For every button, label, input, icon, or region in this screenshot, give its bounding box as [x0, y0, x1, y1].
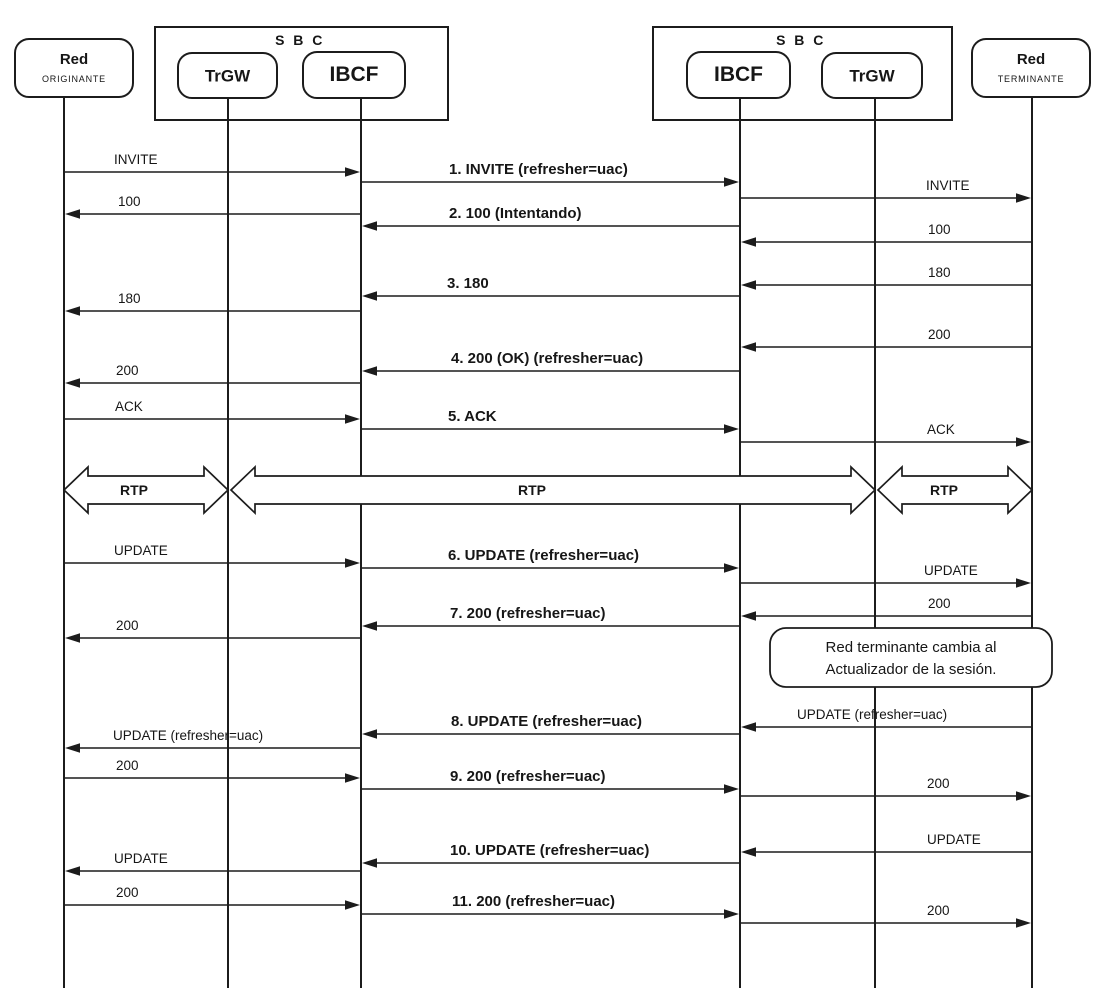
message-label-right-9: 200	[928, 327, 951, 342]
note-box	[769, 627, 1053, 688]
note-text-line-0: Red terminante cambia al	[826, 639, 997, 656]
message-label-left-8: 180	[118, 291, 141, 306]
message-label-right-27: UPDATE	[927, 832, 981, 847]
message-label-mid-7: 3. 180	[447, 275, 489, 292]
actor-subtitle-red-terminante: TERMINANTE	[998, 74, 1065, 84]
message-label-left-23: UPDATE (refresher=uac)	[113, 728, 263, 743]
group-label-sbc-left: S B C	[275, 32, 325, 48]
actor-box-ibcf-right	[686, 51, 791, 99]
rtp-label-0: RTP	[120, 482, 148, 498]
note-text-line-1: Actualizador de la sesión.	[826, 661, 997, 678]
message-arrowhead-mid-16	[724, 563, 739, 573]
message-label-left-24: 200	[116, 758, 139, 773]
message-arrowhead-mid-25	[724, 784, 739, 794]
message-label-right-18: 200	[928, 596, 951, 611]
message-label-right-17: UPDATE	[924, 563, 978, 578]
rtp-flow-0	[62, 465, 230, 515]
actor-box-trgw-left	[177, 52, 278, 99]
message-arrowhead-left-15	[345, 558, 360, 568]
message-arrowhead-left-20	[65, 633, 80, 643]
message-label-left-20: 200	[116, 618, 139, 633]
message-label-left-11: 200	[116, 363, 139, 378]
message-arrowhead-mid-28	[362, 858, 377, 868]
message-label-right-5: 100	[928, 222, 951, 237]
actor-title-trgw-left: TrGW	[205, 67, 251, 86]
rtp-label-2: RTP	[930, 482, 958, 498]
message-arrowhead-right-21	[741, 722, 756, 732]
message-arrowhead-mid-19	[362, 621, 377, 631]
message-arrowhead-mid-10	[362, 366, 377, 376]
message-arrowhead-right-6	[741, 280, 756, 290]
actor-title-red-terminante: Red	[1017, 51, 1045, 68]
message-label-mid-13: 5. ACK	[448, 408, 497, 425]
rtp-label-1: RTP	[518, 482, 546, 498]
message-label-mid-16: 6. UPDATE (refresher=uac)	[448, 547, 639, 564]
message-label-mid-28: 10. UPDATE (refresher=uac)	[450, 842, 649, 859]
message-arrowhead-left-24	[345, 773, 360, 783]
message-arrowhead-mid-7	[362, 291, 377, 301]
message-arrowhead-mid-22	[362, 729, 377, 739]
actor-box-ibcf-left	[302, 51, 406, 99]
message-label-left-30: 200	[116, 885, 139, 900]
message-arrowhead-right-2	[1016, 193, 1031, 203]
message-arrowhead-right-9	[741, 342, 756, 352]
actor-title-red-originante: Red	[60, 51, 88, 68]
message-arrowhead-mid-13	[724, 424, 739, 434]
message-label-right-21: UPDATE (refresher=uac)	[797, 707, 947, 722]
group-label-sbc-right: S B C	[776, 32, 826, 48]
message-arrowhead-mid-31	[724, 909, 739, 919]
message-label-left-12: ACK	[115, 399, 143, 414]
actor-box-red-originante	[14, 38, 134, 98]
message-label-right-26: 200	[927, 776, 950, 791]
actor-box-red-terminante	[971, 38, 1091, 98]
rtp-flow-1	[229, 465, 877, 515]
message-arrowhead-left-23	[65, 743, 80, 753]
message-arrowhead-left-29	[65, 866, 80, 876]
message-arrowhead-left-8	[65, 306, 80, 316]
rtp-flow-2	[876, 465, 1034, 515]
message-arrowhead-right-5	[741, 237, 756, 247]
message-label-right-14: ACK	[927, 422, 955, 437]
message-label-mid-4: 2. 100 (Intentando)	[449, 205, 582, 222]
actor-title-ibcf-left: IBCF	[330, 63, 379, 86]
message-label-mid-22: 8. UPDATE (refresher=uac)	[451, 713, 642, 730]
message-arrowhead-mid-4	[362, 221, 377, 231]
message-label-left-3: 100	[118, 194, 141, 209]
message-arrowhead-right-18	[741, 611, 756, 621]
message-arrowhead-left-0	[345, 167, 360, 177]
message-label-right-6: 180	[928, 265, 951, 280]
message-label-left-29: UPDATE	[114, 851, 168, 866]
message-label-mid-10: 4. 200 (OK) (refresher=uac)	[451, 350, 643, 367]
actor-subtitle-red-originante: ORIGINANTE	[42, 74, 106, 84]
message-label-mid-1: 1. INVITE (refresher=uac)	[449, 161, 628, 178]
message-arrowhead-right-17	[1016, 578, 1031, 588]
message-label-right-2: INVITE	[926, 178, 970, 193]
message-label-left-0: INVITE	[114, 152, 158, 167]
message-label-mid-19: 7. 200 (refresher=uac)	[450, 605, 606, 622]
message-label-left-15: UPDATE	[114, 543, 168, 558]
message-label-right-32: 200	[927, 903, 950, 918]
message-arrowhead-left-11	[65, 378, 80, 388]
message-arrowhead-left-3	[65, 209, 80, 219]
actor-box-trgw-right	[821, 52, 923, 99]
message-arrowhead-left-30	[345, 900, 360, 910]
message-arrowhead-right-32	[1016, 918, 1031, 928]
message-arrowhead-mid-1	[724, 177, 739, 187]
message-arrowhead-right-26	[1016, 791, 1031, 801]
actor-title-ibcf-right: IBCF	[714, 63, 763, 86]
actor-title-trgw-right: TrGW	[849, 67, 895, 86]
message-arrowhead-left-12	[345, 414, 360, 424]
message-label-mid-25: 9. 200 (refresher=uac)	[450, 768, 606, 785]
message-label-mid-31: 11. 200 (refresher=uac)	[452, 893, 615, 910]
message-arrowhead-right-14	[1016, 437, 1031, 447]
message-arrowhead-right-27	[741, 847, 756, 857]
